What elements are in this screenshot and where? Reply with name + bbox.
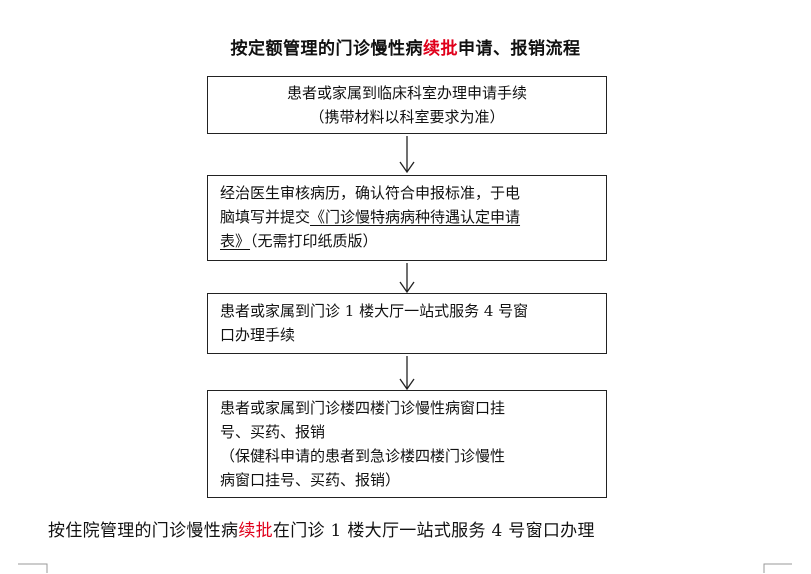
page-corner-mark-left	[18, 563, 48, 573]
title-prefix: 按定额管理的门诊慢性病	[230, 39, 423, 59]
title-highlight: 续批	[423, 39, 458, 59]
form-name-part-1: 《门诊慢特病病种待遇认定申请	[310, 208, 521, 226]
footer-suffix: 在门诊 1 楼大厅一站式服务 4 号窗口办理	[272, 521, 595, 541]
page-title: 按定额管理的门诊慢性病续批申请、报销流程	[0, 34, 811, 59]
footer-highlight: 续批	[238, 521, 273, 541]
flow-step-1: 患者或家属到临床科室办理申请手续 （携带材料以科室要求为准）	[207, 76, 607, 134]
step-2-line-2: 脑填写并提交《门诊慢特病病种待遇认定申请	[220, 205, 596, 229]
flow-step-2: 经治医生审核病历，确认符合申报标准，于电 脑填写并提交《门诊慢特病病种待遇认定申…	[207, 175, 607, 261]
step-2-line-3: 表》（无需打印纸质版）	[220, 229, 596, 253]
step-1-line-1: 患者或家属到临床科室办理申请手续	[286, 84, 527, 102]
step-2-line-1: 经治医生审核病历，确认符合申报标准，于电	[220, 184, 521, 202]
step-2-line-2-prefix: 脑填写并提交	[220, 208, 311, 226]
flow-step-4: 患者或家属到门诊楼四楼门诊慢性病窗口挂 号、买药、报销 （保健科申请的患者到急诊…	[207, 390, 607, 498]
step-4-line-3: （保健科申请的患者到急诊楼四楼门诊慢性	[220, 447, 506, 465]
step-3-line-2: 口办理手续	[220, 326, 296, 344]
title-suffix: 申请、报销流程	[458, 39, 581, 59]
flow-step-3: 患者或家属到门诊 1 楼大厅一站式服务 4 号窗 口办理手续	[207, 293, 607, 354]
arrow-down-icon	[399, 136, 415, 174]
arrow-down-icon	[399, 263, 415, 293]
step-1-line-2: （携带材料以科室要求为准）	[309, 108, 505, 126]
step-4-line-4: 病窗口挂号、买药、报销）	[220, 471, 401, 489]
step-3-line-1: 患者或家属到门诊 1 楼大厅一站式服务 4 号窗	[220, 302, 529, 320]
footer-note: 按住院管理的门诊慢性病续批在门诊 1 楼大厅一站式服务 4 号窗口办理	[48, 516, 595, 541]
footer-prefix: 按住院管理的门诊慢性病	[48, 521, 239, 541]
arrow-down-icon	[399, 356, 415, 390]
step-4-line-2: 号、买药、报销	[220, 423, 326, 441]
form-name-part-2: 表》	[220, 232, 251, 250]
step-2-line-3-suffix: （无需打印纸质版）	[250, 232, 378, 250]
step-4-line-1: 患者或家属到门诊楼四楼门诊慢性病窗口挂	[220, 399, 506, 417]
page-corner-mark-right	[763, 563, 792, 573]
